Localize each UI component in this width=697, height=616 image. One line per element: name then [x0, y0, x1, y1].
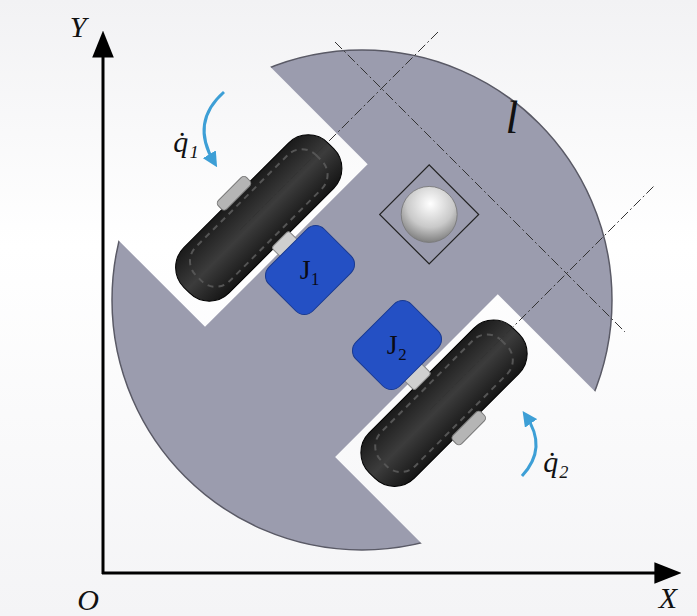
- rotation-arrow: [204, 92, 224, 162]
- chassis: [8, 0, 697, 616]
- dimension-lines: [240, 30, 655, 410]
- symbol-label: q̇₁: [173, 127, 198, 157]
- symbol-label: l: [506, 95, 519, 141]
- caster-ball: [390, 175, 469, 254]
- motor-body: [261, 221, 360, 320]
- motor-box: J₂: [372, 325, 422, 365]
- symbol-label: X: [659, 583, 677, 613]
- motor-box: J₁: [285, 250, 335, 290]
- symbol-label: O: [77, 585, 99, 615]
- motor-label: J₁: [300, 256, 321, 284]
- rotation-arrow: [522, 416, 536, 476]
- wheel: [158, 117, 368, 327]
- symbol-label: Y: [70, 12, 87, 42]
- robot-body: [8, 0, 697, 616]
- x-axis: [102, 572, 676, 575]
- symbol-label: q̇₂: [543, 447, 568, 477]
- motor-body: [348, 296, 447, 395]
- caster-mount: [380, 165, 479, 264]
- y-axis: [102, 36, 105, 574]
- motor-label: J₂: [387, 331, 408, 359]
